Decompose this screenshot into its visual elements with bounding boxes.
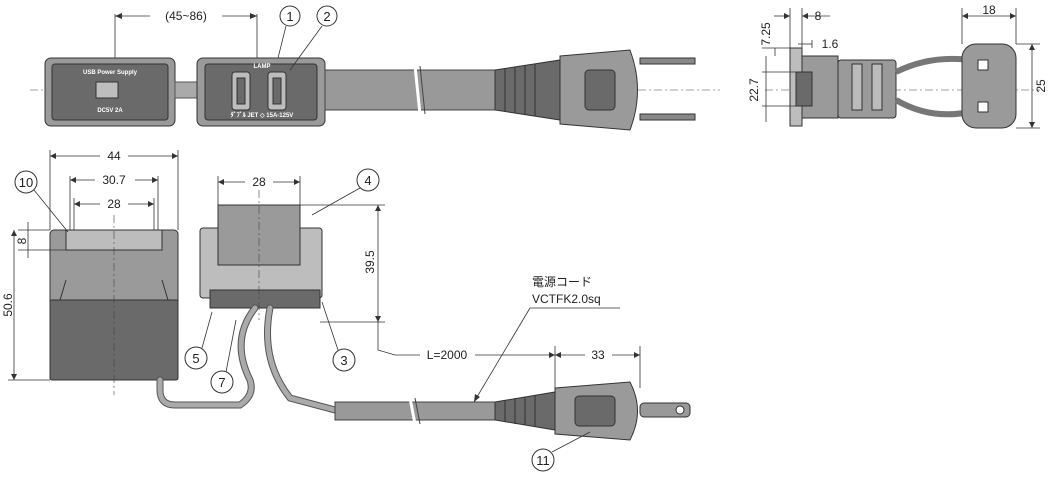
dim-width-44: 44 [107,149,121,163]
callout-7: 7 [218,375,225,390]
dim-plug-height: 25 [1034,79,1048,93]
dim-front-thickness: 1.6 [822,37,839,51]
dim-height-50-6: 50.6 [1,293,15,317]
dim-height-39-5: 39.5 [363,250,377,274]
front-view: USB Power Supply DC5V 2A LAMP ﾀﾞﾌﾞﾙ JET … [30,5,720,131]
dim-height-8: 8 [15,237,29,244]
callout-1: 1 [286,9,293,24]
callout-3: 3 [340,353,347,368]
usb-module-title: USB Power Supply [83,70,138,76]
outlet-rating: ﾀﾞﾌﾞﾙ JET ◇ 15A-125V [231,111,294,119]
callout-2: 4 [364,173,371,188]
dim-front-offset: 7.25 [759,22,773,46]
dim-plug-width: 18 [982,3,996,17]
dim-width-28-right: 28 [252,175,266,189]
dim-cord-length: L=2000 [427,348,468,362]
callout-5: 5 [192,351,199,366]
dim-front-depth: 8 [815,9,822,23]
usb-module-rating: DC5V 2A [97,108,123,114]
bottom-left-view: 44 30.7 28 8 50.6 10 [1,149,179,395]
cord-and-plug: L=2000 33 電源コード VCTFK2.0sq 11 [334,275,691,472]
outlet-brand: LAMP [254,64,271,70]
cord-title: 電源コード [532,275,592,289]
dim-adjustable-spacing: (45~86) [165,9,207,23]
callout-11: 11 [536,453,550,468]
callout-4: 2 [323,9,330,24]
side-view: 8 1.6 7.25 22.7 18 25 [747,3,1048,129]
dim-side-height: 22.7 [747,78,761,102]
callout-10: 10 [19,175,33,190]
dim-plug-length: 33 [591,348,605,362]
dim-width-28-left: 28 [107,197,121,211]
usb-port [95,81,119,99]
plug-side [961,43,1017,129]
dim-width-30-7: 30.7 [102,173,126,187]
bottom-center-view: 28 39.5 4 3 5 7 [156,168,385,414]
cord-spec: VCTFK2.0sq [532,292,601,306]
